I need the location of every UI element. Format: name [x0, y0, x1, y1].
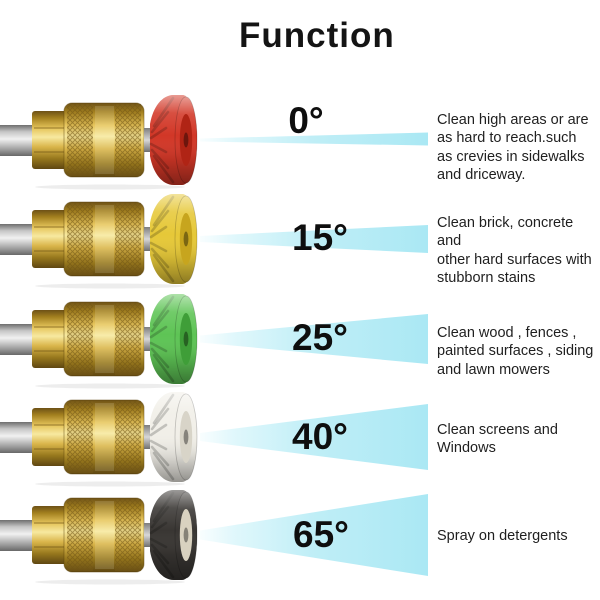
spray-pattern-0deg	[200, 132, 428, 146]
spray-pattern-40deg	[200, 404, 428, 470]
nozzle-description-65: Spray on detergents	[437, 528, 568, 544]
nozzle-photo-yellow	[0, 189, 200, 289]
nozzle-description-15: Clean brick, concrete and other hard sur…	[437, 215, 592, 286]
spray-pattern-15deg	[200, 225, 428, 253]
spray-pattern-25deg	[200, 314, 428, 364]
spray-angle-label-0: 0°	[288, 100, 324, 141]
page-title: Function	[239, 16, 395, 55]
spray-angle-label-25: 25°	[292, 317, 348, 358]
nozzle-photo-green	[0, 289, 200, 389]
spray-pattern-65deg	[200, 494, 428, 576]
spray-angle-label-40: 40°	[292, 416, 348, 457]
nozzle-photo-red	[0, 90, 200, 190]
nozzle-photo-white	[0, 387, 200, 487]
spray-angle-label-15: 15°	[292, 217, 348, 258]
nozzle-description-0: Clean high areas or are as hard to reach…	[437, 112, 589, 183]
nozzle-photo-black	[0, 485, 200, 585]
nozzle-description-40: Clean screens and Windows	[437, 422, 558, 457]
spray-angle-label-65: 65°	[293, 514, 349, 555]
nozzle-description-25: Clean wood , fences , painted surfaces ,…	[437, 325, 594, 378]
